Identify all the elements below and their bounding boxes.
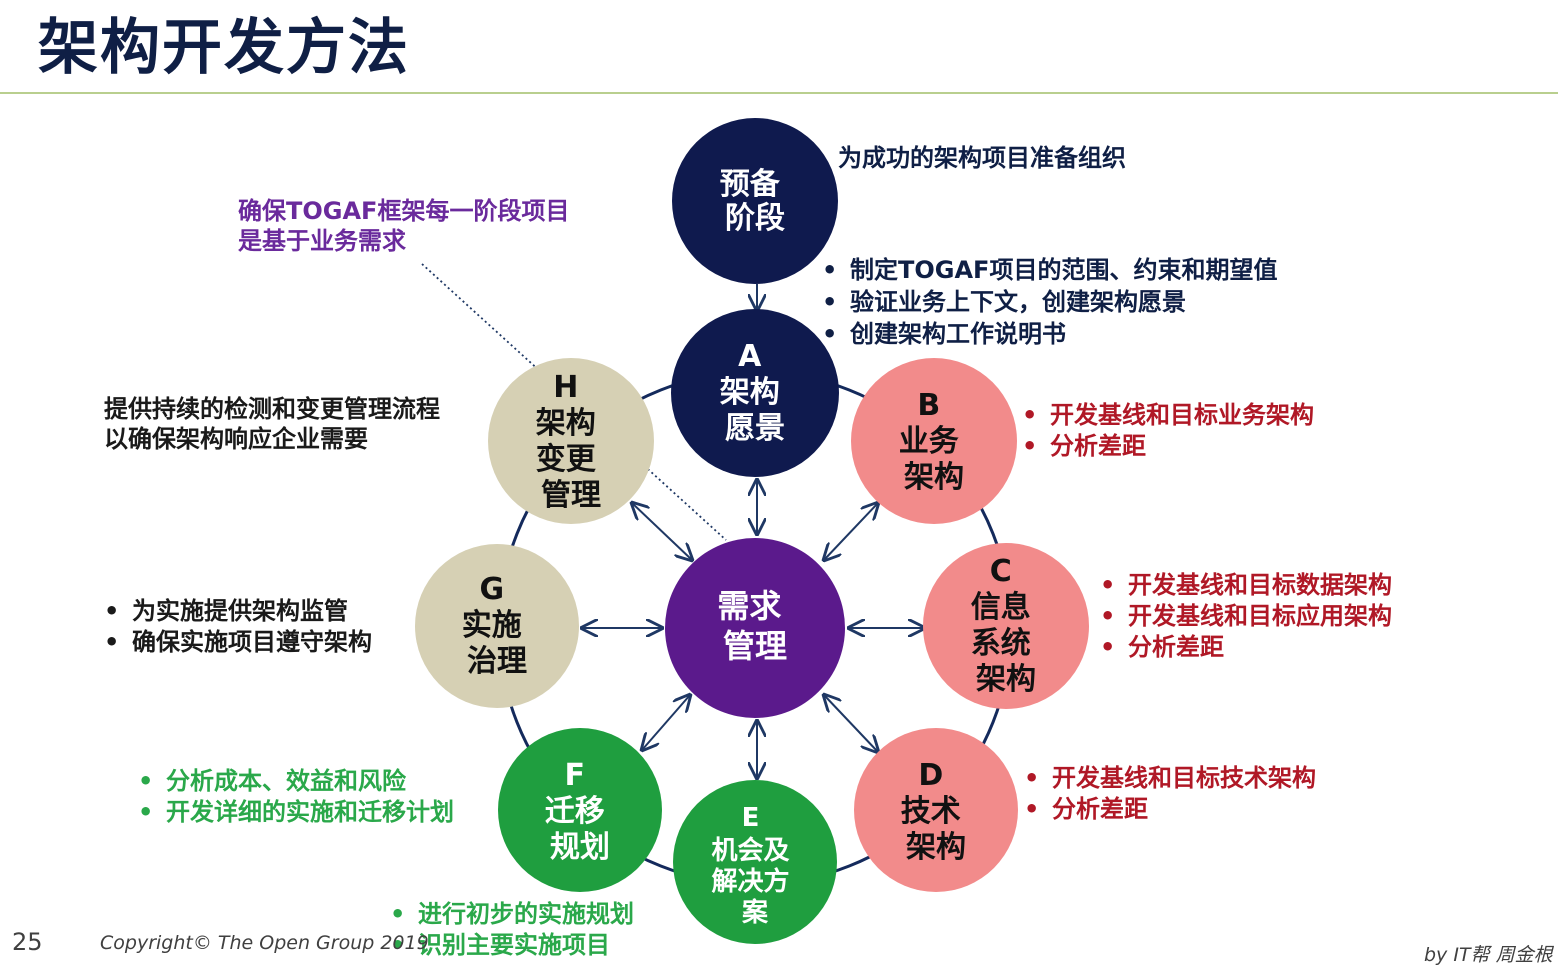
arrow-center-b	[824, 503, 878, 560]
list-item: 分析差距	[1100, 632, 1392, 663]
node-c-line-2: 信息	[971, 590, 1031, 625]
node-h-line-3: 变更	[536, 442, 597, 477]
list-item: 进行初步的实施规划	[390, 899, 634, 930]
svg-text:预备 阶段: 预备 阶段	[720, 167, 790, 236]
phase-d-bullet-list: 开发基线和目标技术架构 分析差距	[1024, 763, 1316, 825]
node-e-opportunities-solutions: E 机会及 解决方 案	[673, 780, 837, 944]
node-a-line-3: 愿景	[725, 411, 785, 446]
node-b-business-architecture: B 业务 架构	[851, 358, 1017, 524]
node-a-line-1: A	[738, 339, 762, 374]
node-e-line-4: 案	[741, 897, 769, 928]
phase-e-bullet-list: 进行初步的实施规划 识别主要实施项目	[390, 899, 634, 961]
node-f-line-3: 规划	[550, 830, 610, 865]
node-preliminary-line-1: 预备	[720, 167, 781, 202]
node-requirements-management: 需求 管理	[665, 538, 845, 718]
list-item: 识别主要实施项目	[390, 930, 634, 961]
node-b-line-3: 架构	[904, 460, 964, 495]
page-title: 架构开发方法	[38, 13, 410, 83]
svg-text:B 业务 架构: B 业务 架构	[899, 388, 969, 495]
node-g-implementation-governance: G 实施 治理	[415, 544, 579, 708]
author-credit: by IT帮 周金根	[1424, 944, 1553, 966]
node-e-line-1: E	[742, 803, 760, 833]
node-center-line-2: 管理	[723, 627, 787, 665]
node-c-line-3: 系统	[971, 626, 1031, 661]
node-e-line-2: 机会及	[711, 836, 789, 866]
svg-text:H 架构 变更 管理: H 架构 变更 管理	[536, 370, 606, 513]
phase-h-note: 提供持续的检测和变更管理流程 以确保架构响应企业需要	[104, 394, 440, 454]
svg-text:需求 管理: 需求 管理	[717, 587, 792, 665]
node-a-architecture-vision: A 架构 愿景	[671, 309, 839, 477]
node-d-technology-architecture: D 技术 架构	[854, 728, 1018, 892]
svg-text:C 信息 系统 架构: C 信息 系统 架构	[971, 554, 1041, 697]
copyright-notice: Copyright© The Open Group 2019	[100, 932, 429, 954]
node-g-line-1: G	[479, 572, 504, 607]
svg-text:F 迁移 规划: F 迁移 规划	[545, 758, 615, 865]
requirements-note: 确保TOGAF框架每一阶段项目 是基于业务需求	[238, 196, 569, 256]
node-h-line-2: 架构	[536, 406, 596, 441]
phase-h-note-line-2: 以确保架构响应企业需要	[104, 425, 368, 453]
list-item: 为实施提供架构监管	[104, 596, 372, 627]
requirements-note-line-2: 是基于业务需求	[238, 227, 406, 255]
node-f-migration-planning: F 迁移 规划	[498, 728, 662, 892]
arrow-center-d	[824, 695, 878, 752]
phase-b-bullet-list: 开发基线和目标业务架构 分析差距	[1022, 400, 1314, 462]
phase-c-bullet-list: 开发基线和目标数据架构 开发基线和目标应用架构 分析差距	[1100, 570, 1392, 663]
page-number: 25	[12, 928, 43, 956]
phase-f-bullet-list: 分析成本、效益和风险 开发详细的实施和迁移计划	[138, 766, 454, 828]
node-h-line-1: H	[553, 370, 578, 405]
svg-text:A 架构 愿景: A 架构 愿景	[720, 339, 790, 446]
node-f-line-1: F	[565, 758, 586, 793]
node-c-line-4: 架构	[976, 662, 1036, 697]
node-e-line-3: 解决方	[711, 866, 789, 897]
requirements-note-line-1: 确保TOGAF框架每一阶段项目	[238, 197, 570, 225]
node-b-line-2: 业务	[899, 424, 959, 459]
node-g-line-2: 实施	[462, 608, 522, 643]
phase-a-bullet-list: 制定TOGAF项目的范围、约束和期望值 验证业务上下文，创建架构愿景 创建架构工…	[822, 254, 1277, 350]
node-d-line-1: D	[918, 758, 943, 793]
node-h-line-4: 管理	[541, 478, 601, 513]
list-item: 开发基线和目标应用架构	[1100, 601, 1392, 632]
svg-text:D 技术 架构: D 技术 架构	[901, 758, 971, 865]
list-item: 确保实施项目遵守架构	[104, 627, 372, 658]
list-item: 分析成本、效益和风险	[138, 766, 454, 797]
node-b-line-1: B	[917, 388, 940, 423]
node-center-line-1: 需求	[717, 587, 781, 625]
node-d-line-3: 架构	[906, 830, 966, 865]
list-item: 开发基线和目标数据架构	[1100, 570, 1392, 601]
list-item: 制定TOGAF项目的范围、约束和期望值	[822, 254, 1277, 286]
node-preliminary: 预备 阶段	[672, 118, 838, 284]
phase-g-bullet-list: 为实施提供架构监管 确保实施项目遵守架构	[104, 596, 372, 658]
arrow-center-f	[642, 695, 690, 750]
node-preliminary-line-2: 阶段	[725, 201, 785, 236]
list-item: 分析差距	[1024, 794, 1316, 825]
svg-text:E 机会及 解决方 案: E 机会及 解决方 案	[711, 803, 798, 928]
node-h-change-management: H 架构 变更 管理	[488, 358, 654, 524]
node-c-line-1: C	[990, 554, 1012, 589]
phase-h-note-line-1: 提供持续的检测和变更管理流程	[104, 395, 440, 423]
title-divider	[0, 92, 1558, 94]
node-c-information-systems-architecture: C 信息 系统 架构	[923, 543, 1089, 709]
svg-text:G 实施 治理: G 实施 治理	[462, 572, 532, 679]
list-item: 开发详细的实施和迁移计划	[138, 797, 454, 828]
preliminary-note: 为成功的架构项目准备组织	[838, 144, 1126, 172]
arrow-center-h	[632, 503, 692, 560]
list-item: 分析差距	[1022, 431, 1314, 462]
list-item: 创建架构工作说明书	[822, 318, 1277, 350]
list-item: 验证业务上下文，创建架构愿景	[822, 286, 1277, 318]
node-d-line-2: 技术	[901, 794, 961, 829]
list-item: 开发基线和目标技术架构	[1024, 763, 1316, 794]
node-f-line-2: 迁移	[545, 794, 605, 829]
node-a-line-2: 架构	[720, 375, 780, 410]
list-item: 开发基线和目标业务架构	[1022, 400, 1314, 431]
node-g-line-3: 治理	[467, 644, 527, 679]
